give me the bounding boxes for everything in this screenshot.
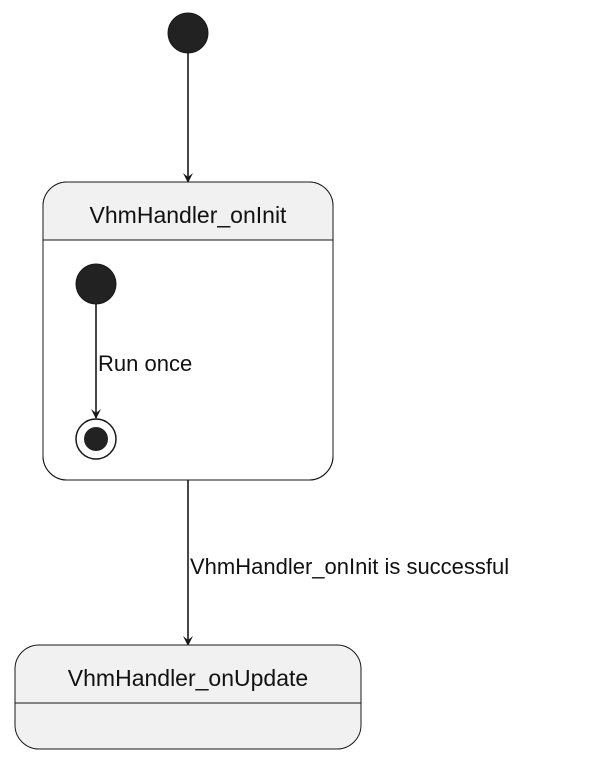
state-onInit-header [43,182,333,240]
transition-label-run-once: Run once [98,351,192,376]
state-onUpdate-box [14,644,362,750]
state-onInit[interactable]: VhmHandler_onInit [42,181,334,481]
state-onInit-title: VhmHandler_onInit [90,202,288,228]
inner-initial-node-icon [75,263,117,305]
final-node-inner-icon [84,427,108,451]
state-onUpdate[interactable]: VhmHandler_onUpdate [14,644,362,750]
state-onUpdate-title: VhmHandler_onUpdate [68,665,308,691]
initial-node-icon [167,12,209,54]
transition-label-success: VhmHandler_onInit is successful [190,554,509,579]
